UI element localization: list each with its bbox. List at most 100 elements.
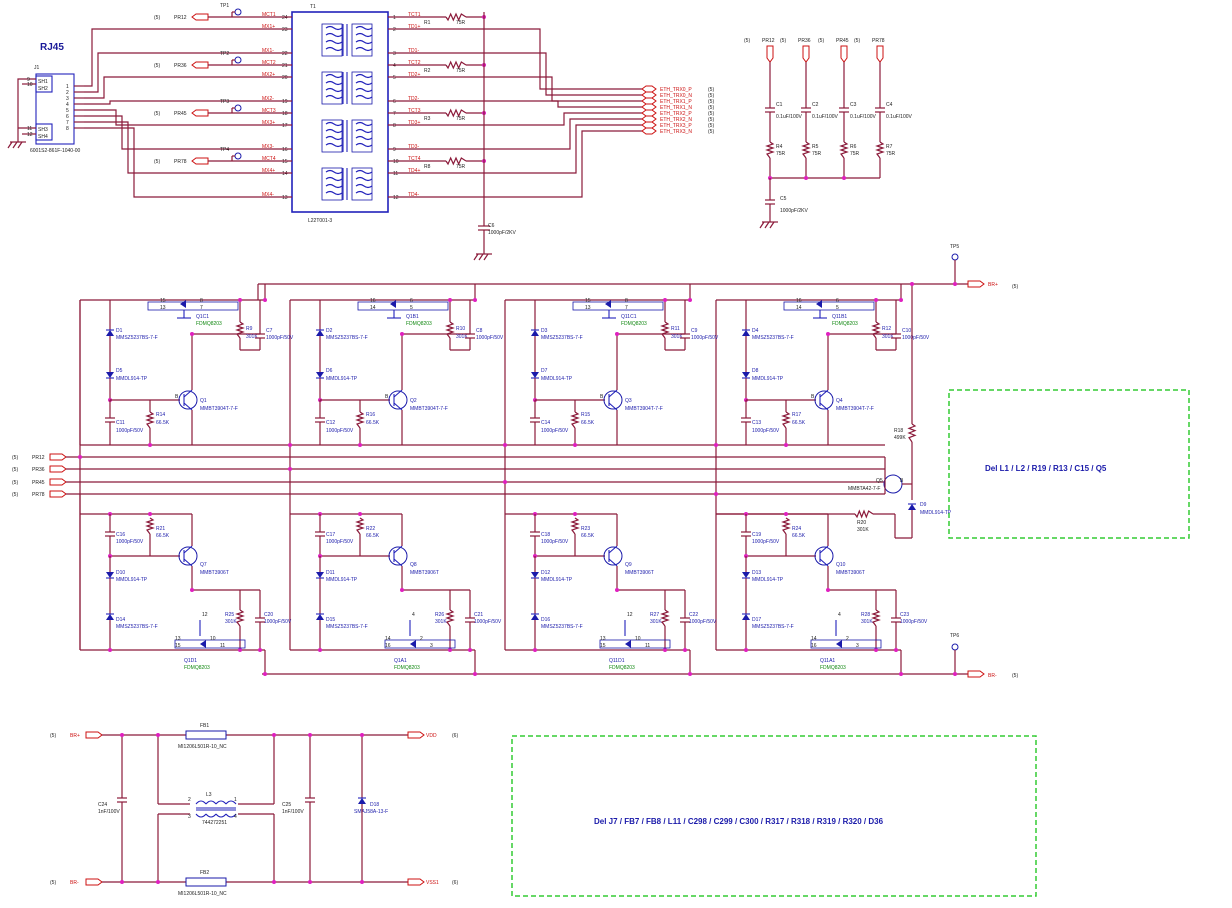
resistor-symbol bbox=[445, 321, 455, 339]
transistor-part: MMBTA42-7-F bbox=[848, 486, 880, 492]
xfmr-pin: 11 bbox=[393, 171, 398, 177]
resistor-symbol bbox=[871, 609, 881, 627]
pin-num: 15 bbox=[600, 643, 606, 649]
mosfet-body-diode bbox=[180, 300, 186, 308]
coil-turn bbox=[325, 39, 343, 45]
cap-ref: C9 bbox=[691, 328, 698, 334]
cap-ref: C11 bbox=[116, 420, 125, 426]
junction-dot bbox=[874, 648, 878, 652]
resistor-symbol bbox=[355, 411, 365, 429]
cap-val: 1000pF/50V bbox=[541, 539, 569, 545]
cap-val: 1nF/100V bbox=[98, 809, 120, 815]
eth-net-label: ETH_TRX2_N bbox=[660, 117, 692, 123]
res-ref: R23 bbox=[581, 526, 590, 532]
mosfet-ref: Q11B1 bbox=[832, 314, 847, 320]
resistor-symbol bbox=[445, 156, 467, 166]
fb-ref: FB2 bbox=[200, 870, 209, 876]
cap-ref: C5 bbox=[780, 196, 787, 202]
resistor-symbol bbox=[145, 517, 155, 535]
testpoint-label: TP3 bbox=[220, 99, 229, 105]
mosfet-pins-box bbox=[174, 639, 246, 649]
inductor-turn bbox=[195, 800, 207, 805]
mosfet-ref: Q11C1 bbox=[621, 314, 637, 320]
cap-val: 1000pF/50V bbox=[266, 335, 294, 341]
res-ref: R27 bbox=[650, 612, 659, 618]
testpoint-label: TP5 bbox=[950, 244, 959, 250]
pin-num: 2 bbox=[188, 797, 191, 803]
res-val: 75R bbox=[456, 68, 466, 74]
junction-dot bbox=[953, 282, 957, 286]
junction-dot bbox=[190, 332, 194, 336]
junction-dot bbox=[503, 480, 507, 484]
sheet-ref: (5) bbox=[50, 880, 56, 886]
res-val: 301K bbox=[435, 619, 447, 625]
inductor-turn bbox=[205, 800, 217, 805]
diode-symbol bbox=[106, 572, 114, 578]
res-ref: R22 bbox=[366, 526, 375, 532]
sheet-ref: (5) bbox=[12, 467, 18, 473]
cap-val: 1000pF/50V bbox=[116, 428, 144, 434]
resistor-symbol bbox=[871, 321, 881, 339]
res-ref: R16 bbox=[366, 412, 375, 418]
pin-num: 3 bbox=[856, 643, 859, 649]
pin-num: 7 bbox=[625, 305, 628, 311]
bidir-port bbox=[641, 85, 657, 93]
diode-symbol bbox=[316, 572, 324, 578]
diode-part: MMSZ5237BS-7-F bbox=[752, 335, 794, 341]
cap-val: 1000pF/50V bbox=[476, 335, 504, 341]
coil-turn bbox=[355, 135, 373, 141]
xfmr-pin: 16 bbox=[282, 147, 288, 153]
pin-letter: B bbox=[385, 394, 389, 400]
res-val: 66.5K bbox=[581, 533, 595, 539]
res-ref: R1 bbox=[424, 20, 431, 26]
pr-net-label: PR12 bbox=[174, 15, 187, 21]
coil-turn bbox=[325, 176, 343, 182]
rj45-pin-num: 7 bbox=[66, 120, 69, 126]
pin-num: 11 bbox=[645, 643, 650, 649]
inductor-turn bbox=[215, 800, 227, 805]
res-ref: R25 bbox=[225, 612, 234, 618]
diode-part: MMSZ5237BS-7-F bbox=[326, 335, 368, 341]
svg-text:10: 10 bbox=[27, 82, 33, 88]
npn-transistor bbox=[388, 390, 408, 410]
diode-ref: D18 bbox=[370, 802, 379, 808]
xfmr-right-net: TD4- bbox=[408, 192, 419, 198]
npn-transistor bbox=[814, 390, 834, 410]
cap-ref: C16 bbox=[116, 532, 125, 538]
mosfet-ref: Q1B1 bbox=[406, 314, 419, 320]
power-filter: (5)BR+(5)BR-VDD(6)VSS1(6)FB1MI1206L501R-… bbox=[50, 723, 458, 897]
pin-num: 13 bbox=[585, 305, 591, 311]
res-ref: R12 bbox=[882, 326, 891, 332]
junction-dot bbox=[784, 512, 788, 516]
transistor-ref: Q3 bbox=[625, 398, 632, 404]
diode-ref: D2 bbox=[326, 328, 333, 334]
mosfet-part: FDMQ8203 bbox=[394, 665, 420, 671]
svg-text:SH2: SH2 bbox=[38, 86, 48, 92]
xfmr-pin: 13 bbox=[282, 195, 288, 201]
coil-box bbox=[351, 23, 373, 57]
sheet-ref: (5) bbox=[708, 105, 714, 111]
res-ref: R15 bbox=[581, 412, 590, 418]
sheet-ref: (5) bbox=[780, 38, 786, 44]
mosfet-part: FDMQ8203 bbox=[820, 665, 846, 671]
diode-part: MMDL914-TP bbox=[920, 510, 952, 516]
inductor-ref: L3 bbox=[206, 792, 212, 798]
resistor-symbol bbox=[660, 609, 670, 627]
diode-symbol bbox=[531, 330, 539, 336]
pin-letter: B bbox=[600, 394, 604, 400]
pin-num: 7 bbox=[200, 305, 203, 311]
junction-dot bbox=[360, 733, 364, 737]
eth-net-label: ETH_TRX3_N bbox=[660, 129, 692, 135]
junction-dot bbox=[272, 733, 276, 737]
pin-num: 15 bbox=[175, 643, 181, 649]
port-symbol bbox=[49, 453, 67, 461]
cap-val: 1000pF/50V bbox=[752, 428, 780, 434]
resistor-symbol bbox=[907, 423, 917, 443]
mosfet-pins-box bbox=[147, 301, 239, 311]
bidir-port bbox=[641, 115, 657, 123]
diode-ref: D12 bbox=[541, 570, 550, 576]
cap-ref: C10 bbox=[902, 328, 911, 334]
pr-net-label: PR78 bbox=[872, 38, 885, 44]
xfmr-left-net: MCT2 bbox=[262, 60, 276, 66]
res-val: 66.5K bbox=[792, 420, 806, 426]
